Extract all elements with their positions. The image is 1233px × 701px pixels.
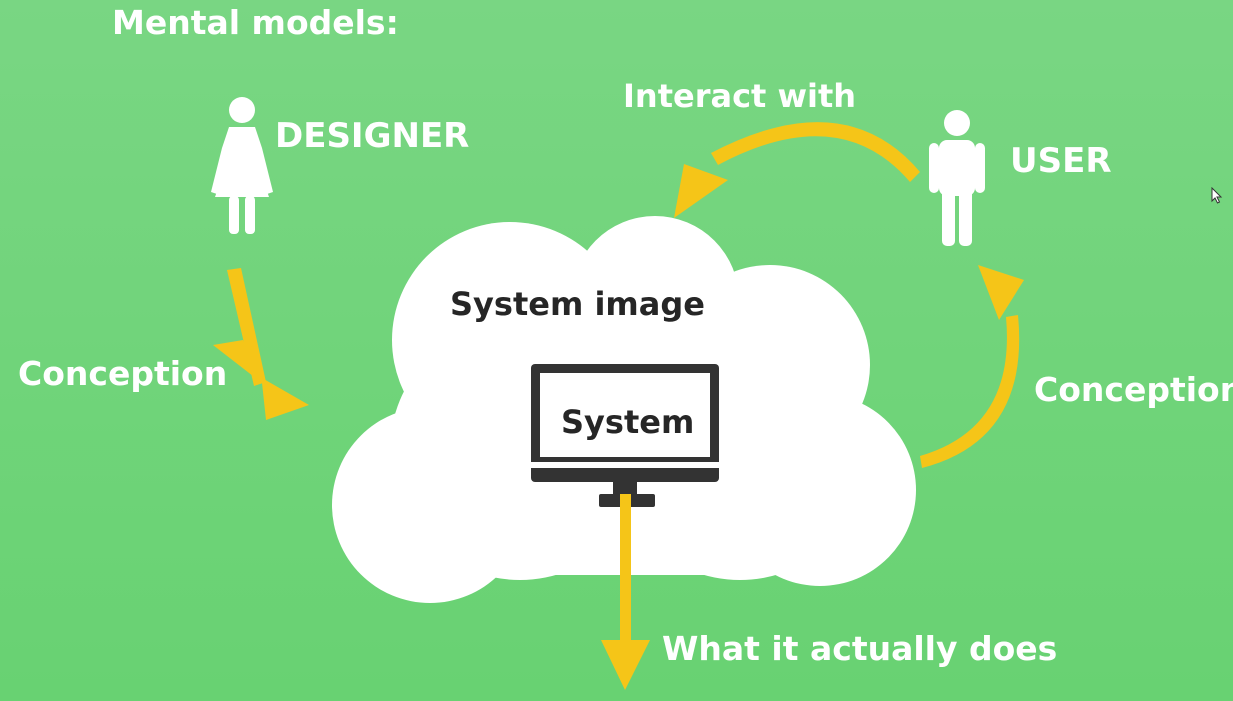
conception-left-label: Conception bbox=[18, 354, 228, 393]
actual-arrow bbox=[620, 494, 631, 646]
what-it-actually-does-label: What it actually does bbox=[662, 629, 1058, 668]
interact-with-label: Interact with bbox=[623, 77, 857, 115]
system-label: System bbox=[561, 403, 695, 441]
mouse-pointer-icon bbox=[1211, 187, 1223, 204]
user-label: USER bbox=[1010, 141, 1112, 181]
designer-label: DESIGNER bbox=[275, 116, 470, 156]
arrows bbox=[213, 122, 1024, 690]
conception-right-arrow bbox=[920, 315, 1020, 468]
system-image-cloud bbox=[332, 216, 916, 603]
interact-arrow bbox=[711, 122, 920, 182]
monitor-icon bbox=[531, 364, 719, 507]
conception-right-label: Conception bbox=[1034, 370, 1233, 409]
system-image-label: System image bbox=[450, 285, 705, 323]
conception-left-arrow bbox=[227, 268, 266, 386]
male-person-icon bbox=[929, 110, 985, 246]
diagram-title: Mental models: bbox=[112, 3, 399, 42]
female-person-icon bbox=[211, 97, 273, 234]
